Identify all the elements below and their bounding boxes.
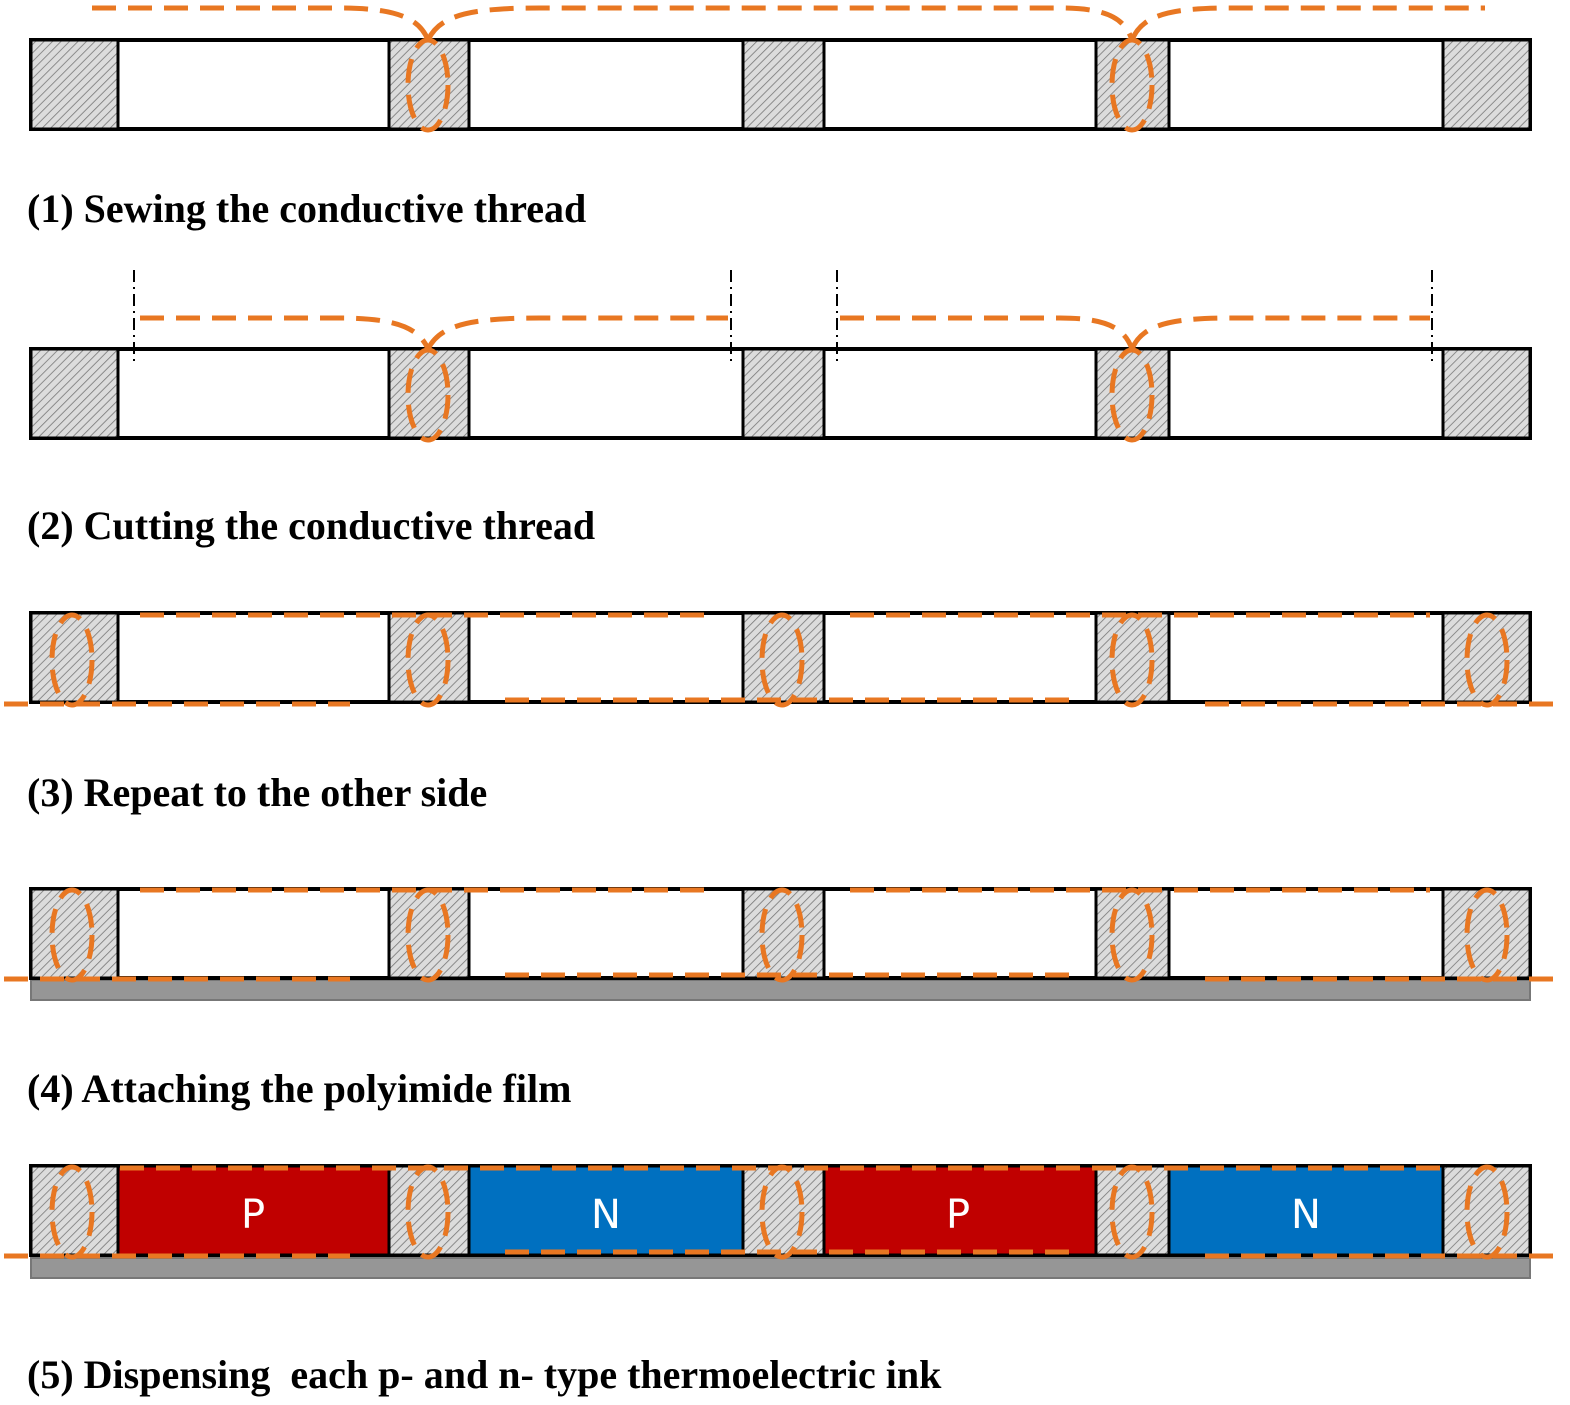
hatched-block <box>741 38 826 131</box>
hatched-block <box>29 38 120 131</box>
hatched-block <box>387 1164 471 1257</box>
polyimide-film <box>30 979 1531 1001</box>
hatched-block <box>29 347 120 440</box>
hatched-block <box>741 611 826 704</box>
fabric-strip <box>29 887 1532 980</box>
hatched-block <box>387 887 471 980</box>
step-caption: (3) Repeat to the other side <box>27 770 487 815</box>
polyimide-film <box>30 1257 1531 1279</box>
hatched-block <box>741 1164 826 1257</box>
hatched-block <box>29 1164 120 1257</box>
fabric-strip <box>29 1164 1532 1257</box>
conductive-thread <box>92 5 1485 133</box>
hatched-block <box>29 611 120 704</box>
step-1: (1) Sewing the conductive thread <box>27 5 1532 231</box>
hatched-block <box>387 347 471 440</box>
hatched-block <box>387 611 471 704</box>
hatched-block <box>1094 611 1171 704</box>
hatched-block <box>29 887 120 980</box>
hatched-block <box>1441 347 1532 440</box>
cut-lines <box>133 270 1433 362</box>
p-type-ink-block <box>822 1164 1098 1257</box>
n-type-ink-block <box>1167 1164 1445 1257</box>
fabric-strip <box>29 611 1532 704</box>
step-2: (2) Cutting the conductive thread <box>27 270 1532 548</box>
fabric-strip <box>29 347 1532 440</box>
conductive-thread <box>140 315 1430 443</box>
hatched-block <box>1441 38 1532 131</box>
p-type-label: P <box>946 1192 970 1238</box>
hatched-block <box>387 38 471 131</box>
fabric-strip <box>29 38 1532 131</box>
step-caption: (2) Cutting the conductive thread <box>27 503 595 548</box>
step-4: (4) Attaching the polyimide film <box>4 887 1565 1111</box>
hatched-block <box>1441 611 1532 704</box>
hatched-block <box>741 347 826 440</box>
n-type-label: N <box>591 1192 621 1238</box>
step-3: (3) Repeat to the other side <box>4 611 1565 815</box>
hatched-block <box>1094 347 1171 440</box>
hatched-block <box>1094 38 1171 131</box>
n-type-label: N <box>1291 1192 1321 1238</box>
step-caption: (1) Sewing the conductive thread <box>27 186 586 231</box>
conductive-thread <box>4 887 1565 983</box>
step-caption: (4) Attaching the polyimide film <box>27 1066 571 1111</box>
step-5: P N P N (5) Dispensing each p- and n- ty… <box>4 1164 1565 1397</box>
p-type-label: P <box>241 1192 265 1238</box>
conductive-thread <box>4 1164 1565 1260</box>
hatched-block <box>741 887 826 980</box>
hatched-block <box>1094 1164 1171 1257</box>
hatched-block <box>1441 887 1532 980</box>
p-type-ink-block <box>116 1164 391 1257</box>
hatched-block <box>1441 1164 1532 1257</box>
step-caption: (5) Dispensing each p- and n- type therm… <box>27 1352 942 1397</box>
conductive-thread <box>4 612 1565 708</box>
hatched-block <box>1094 887 1171 980</box>
